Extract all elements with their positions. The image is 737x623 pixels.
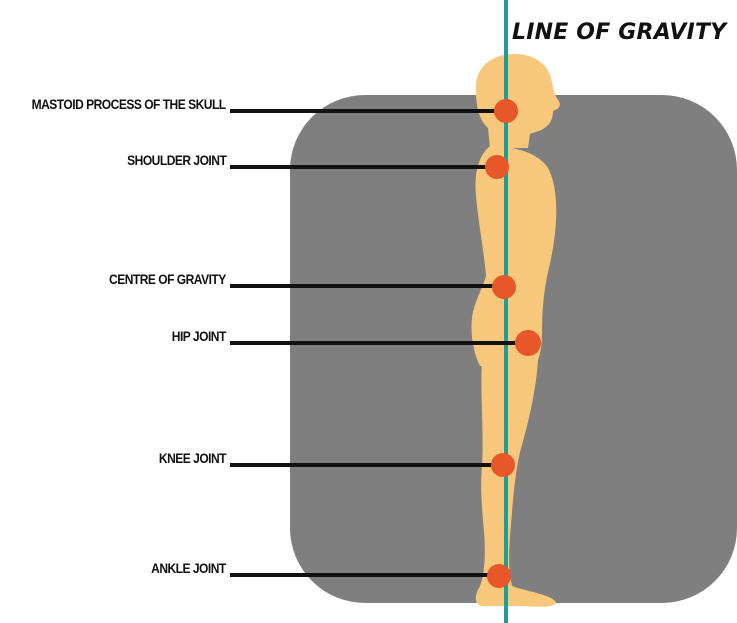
diagram-title: LINE OF GRAVITY	[512, 20, 726, 45]
joint-marker-hip	[515, 330, 541, 356]
label-centre-of-gravity: CENTRE OF GRAVITY	[109, 272, 226, 286]
label-knee-joint: KNEE JOINT	[159, 451, 226, 465]
joint-marker-ankle	[487, 564, 511, 588]
label-shoulder-joint: SHOULDER JOINT	[127, 153, 226, 167]
label-ankle-joint: ANKLE JOINT	[151, 561, 226, 575]
label-hip-joint: HIP JOINT	[172, 329, 226, 343]
joint-marker-mastoid	[494, 99, 518, 123]
joint-marker-shoulder	[485, 155, 509, 179]
joint-marker-knee	[491, 453, 515, 477]
joint-marker-centre	[492, 275, 516, 299]
label-mastoid-process: MASTOID PROCESS OF THE SKULL	[32, 97, 226, 111]
